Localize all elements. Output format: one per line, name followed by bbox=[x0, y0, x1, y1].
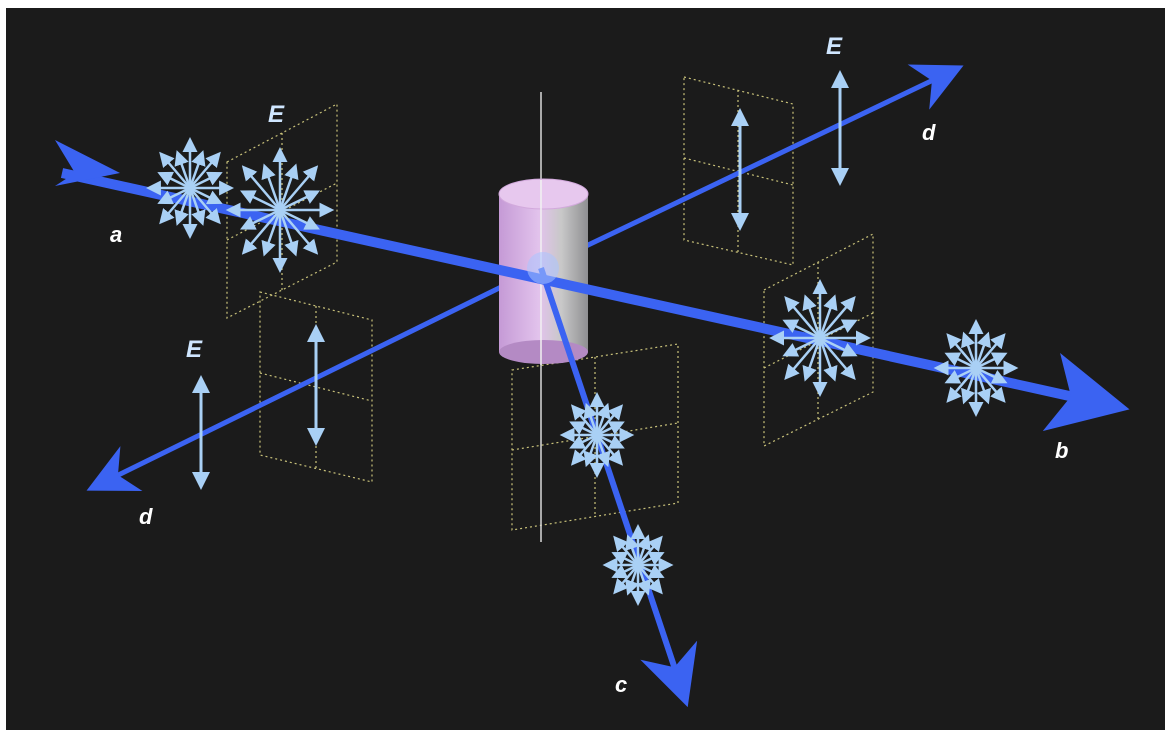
label-a: a bbox=[110, 222, 122, 247]
label-e-upper-right: E bbox=[826, 33, 843, 60]
field-star bbox=[933, 319, 1019, 417]
label-e-upper-left: E bbox=[268, 101, 285, 128]
scattering-center bbox=[527, 252, 559, 284]
frame-left bbox=[259, 291, 373, 483]
polarized-field-arrows bbox=[192, 70, 849, 490]
field-star bbox=[225, 147, 335, 273]
label-d-right: d bbox=[922, 120, 936, 145]
beam-scattered-down bbox=[538, 267, 698, 708]
field-star bbox=[602, 524, 674, 606]
field-star bbox=[145, 137, 235, 239]
field-star bbox=[769, 279, 871, 397]
frame-transmitted bbox=[763, 233, 874, 447]
field-star bbox=[559, 392, 635, 478]
label-c: c bbox=[615, 672, 627, 697]
label-d-left: d bbox=[139, 504, 153, 529]
unpolarized-field-stars bbox=[145, 137, 1019, 606]
label-b: b bbox=[1055, 438, 1068, 463]
label-e-left: E bbox=[186, 336, 203, 363]
incident-arrow-tail bbox=[55, 140, 120, 186]
